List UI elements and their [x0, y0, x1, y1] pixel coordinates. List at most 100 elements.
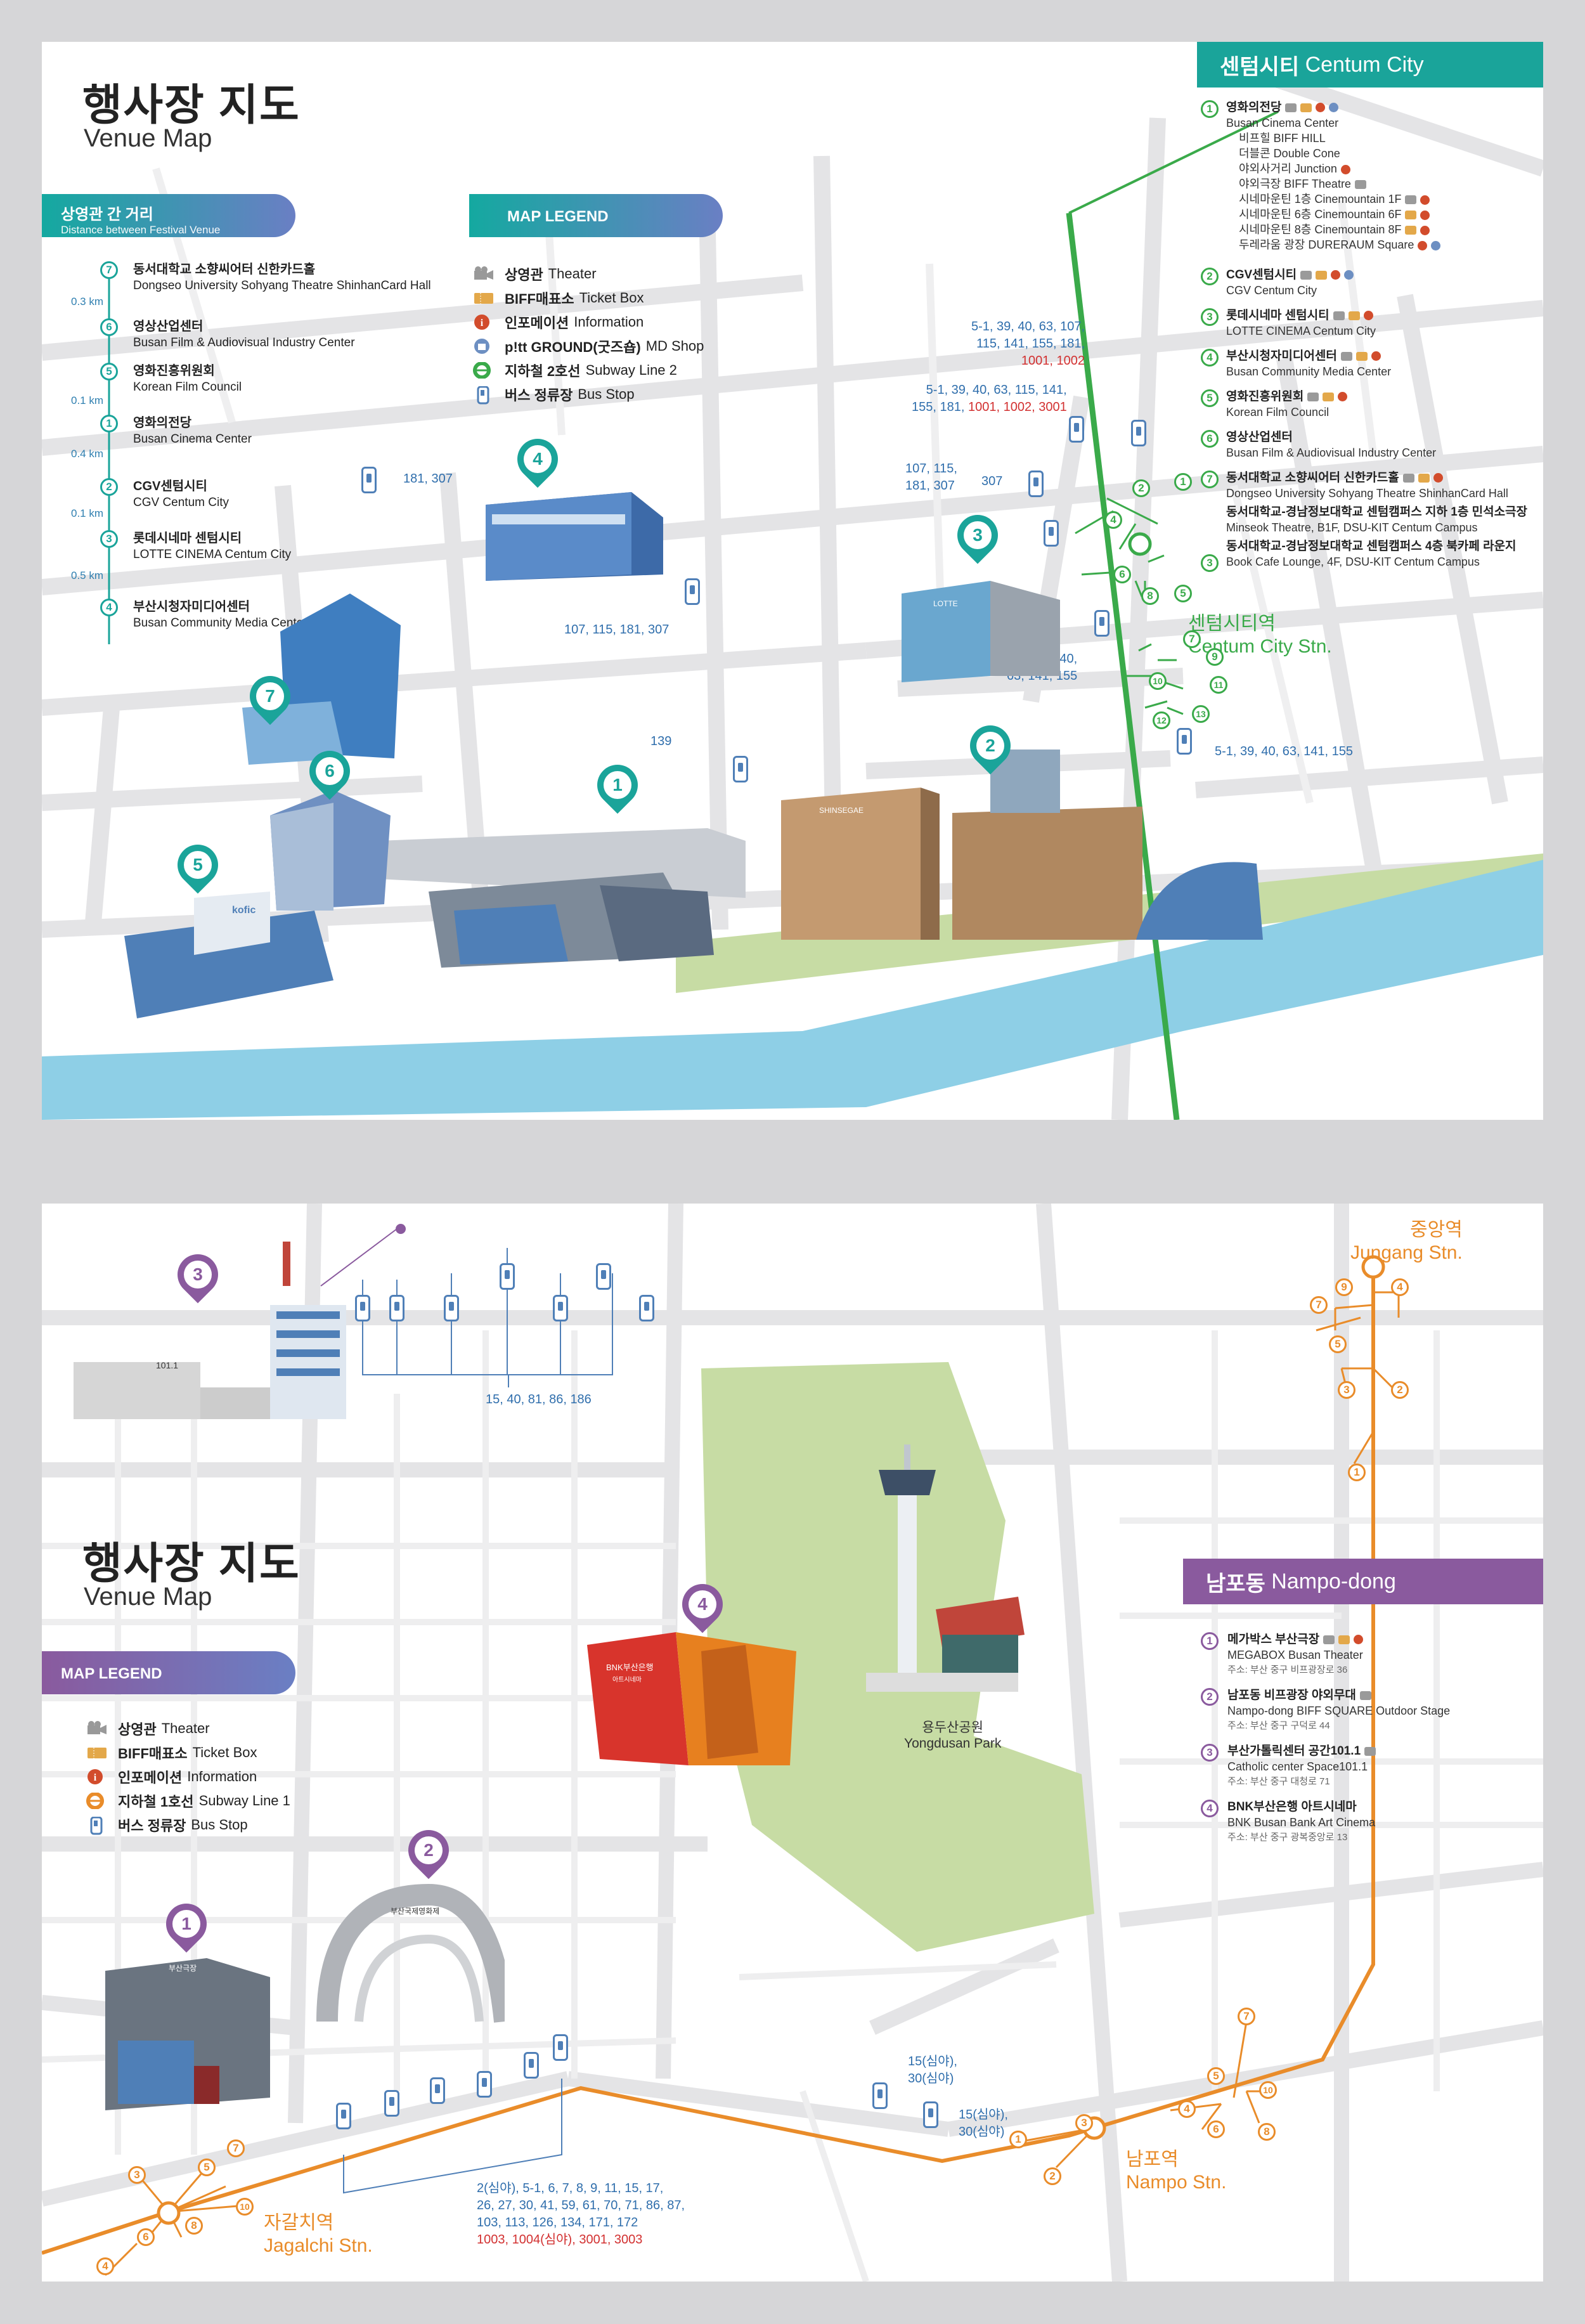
- bus-routes: 15(심야),30(심야): [908, 2055, 957, 2086]
- venue-pin-7[interactable]: 7: [241, 667, 299, 725]
- bus-stop-icon[interactable]: [733, 756, 748, 782]
- venue-pin-2[interactable]: 2: [399, 1821, 458, 1879]
- distance-tag: 상영관 간 거리 Distance between Festival Venue: [42, 194, 295, 237]
- venue-pin-2[interactable]: 2: [961, 717, 1019, 775]
- venue-num-1: 1: [1201, 1632, 1219, 1650]
- distance-km: 0.1 km: [71, 507, 104, 519]
- film-industry-building: [270, 790, 391, 911]
- bus-stop-icon[interactable]: [1069, 416, 1084, 443]
- bus-stop-icon[interactable]: [477, 2071, 492, 2098]
- busan-cinema-center-building: [378, 828, 746, 968]
- bus-stop-icon[interactable]: [553, 1295, 568, 1321]
- info-icon: [1418, 240, 1428, 250]
- venue-pin-3[interactable]: 3: [948, 506, 1007, 564]
- bus-stop-icon[interactable]: [685, 578, 700, 605]
- venue-pin-1[interactable]: 1: [588, 756, 647, 814]
- distance-km: 0.4 km: [71, 448, 104, 460]
- bus-stop-icon[interactable]: [500, 1263, 515, 1290]
- bus-stop-icon[interactable]: [444, 1295, 459, 1321]
- bus-routes: 2(심야), 5-1, 6, 7, 8, 9, 11, 15, 17,26, 2…: [477, 2181, 685, 2247]
- svg-text:아트시네마: 아트시네마: [612, 1676, 642, 1684]
- info-icon: [1316, 103, 1326, 113]
- bus-stop-icon[interactable]: [384, 2090, 399, 2117]
- bus-stop-icon[interactable]: [355, 1295, 370, 1321]
- legend-tag: MAP LEGEND: [469, 194, 723, 237]
- venue-pin-6[interactable]: 6: [301, 742, 359, 800]
- bus-stop-icon[interactable]: [1094, 610, 1110, 637]
- venue-pin-3[interactable]: 3: [169, 1245, 227, 1304]
- info-icon: [1420, 195, 1430, 205]
- bus-routes: 5-1, 39, 40, 63, 115, 141,155, 181, 1001…: [912, 383, 1067, 414]
- bus-routes: 181, 307: [403, 472, 453, 486]
- bnk-cinema-building: BNK부산은행 아트시네마: [587, 1632, 796, 1765]
- ticket-icon: [1405, 226, 1417, 235]
- venue-pin-5[interactable]: 5: [169, 836, 227, 894]
- bus-stop-icon[interactable]: [596, 1263, 611, 1290]
- lotte-building: LOTTE: [902, 581, 1060, 682]
- theater-icon: [1285, 103, 1297, 112]
- megabox-building: 부산극장: [105, 1958, 270, 2110]
- bus-stop-icon[interactable]: [872, 2082, 888, 2109]
- bus-stop-icon[interactable]: [361, 467, 377, 493]
- bus-routes: 15(심야),30(심야): [959, 2108, 1008, 2139]
- venue-item-dongseo[interactable]: 동서대학교 소향씨어터 신한카드홀 Dongseo University Soh…: [1226, 471, 1528, 568]
- svg-text:부산국제영화제: 부산국제영화제: [391, 1907, 439, 1916]
- bus-stop-icon[interactable]: [524, 2052, 539, 2079]
- bus-stop-icon[interactable]: [923, 2101, 938, 2128]
- bus-stop-icon[interactable]: [639, 1295, 654, 1321]
- bus-stop-icon[interactable]: [389, 1295, 404, 1321]
- bus-stop-icon[interactable]: [553, 2034, 568, 2061]
- bus-routes: 15, 40, 81, 86, 186: [486, 1392, 592, 1406]
- bus-routes: 5-1, 39, 40, 63, 107,115, 141, 155, 181,…: [971, 320, 1085, 368]
- bus-stop-icon[interactable]: [1028, 471, 1044, 497]
- biff-square-gate: 부산국제영화제: [316, 1883, 505, 2023]
- venue-num-4: 4: [1201, 1800, 1219, 1817]
- svg-text:SHINSEGAE: SHINSEGAE: [819, 806, 864, 815]
- venue-pin-1[interactable]: 1: [157, 1895, 216, 1953]
- svg-text:i: i: [481, 318, 484, 328]
- distance-km: 0.3 km: [71, 295, 104, 308]
- bus-stop-icon[interactable]: [1177, 728, 1192, 755]
- bus-routes: 107, 115, 181, 307: [564, 623, 670, 637]
- venue-pin-4[interactable]: 4: [508, 430, 567, 488]
- venue-pin-4[interactable]: 4: [673, 1575, 732, 1633]
- theater-icon: [1354, 180, 1366, 190]
- ticket-icon: [86, 1744, 108, 1761]
- shop-icon: [1431, 240, 1441, 250]
- bus-stop-icon[interactable]: [1044, 520, 1059, 547]
- distance-num-1: 1: [100, 415, 118, 432]
- bus-stop-icon[interactable]: [430, 2077, 445, 2104]
- area-header-nampo: 남포동 Nampo-dong: [1183, 1559, 1543, 1604]
- venue-item-busan-cinema-center[interactable]: 영화의전당 Busan Cinema Center 비프힐 BIFF HILL …: [1226, 100, 1441, 252]
- theater-icon: [1405, 195, 1417, 205]
- ticket-icon: [473, 290, 495, 306]
- legend-item-shop: p!tt GROUND(굿즈숍)MD Shop: [473, 336, 704, 356]
- area-header-centum: 센텀시티 Centum City: [1197, 42, 1543, 88]
- bus-stop-icon[interactable]: [1131, 420, 1146, 446]
- bus-stop-icon[interactable]: [336, 2103, 351, 2129]
- venue-num-2: 2: [1201, 268, 1219, 285]
